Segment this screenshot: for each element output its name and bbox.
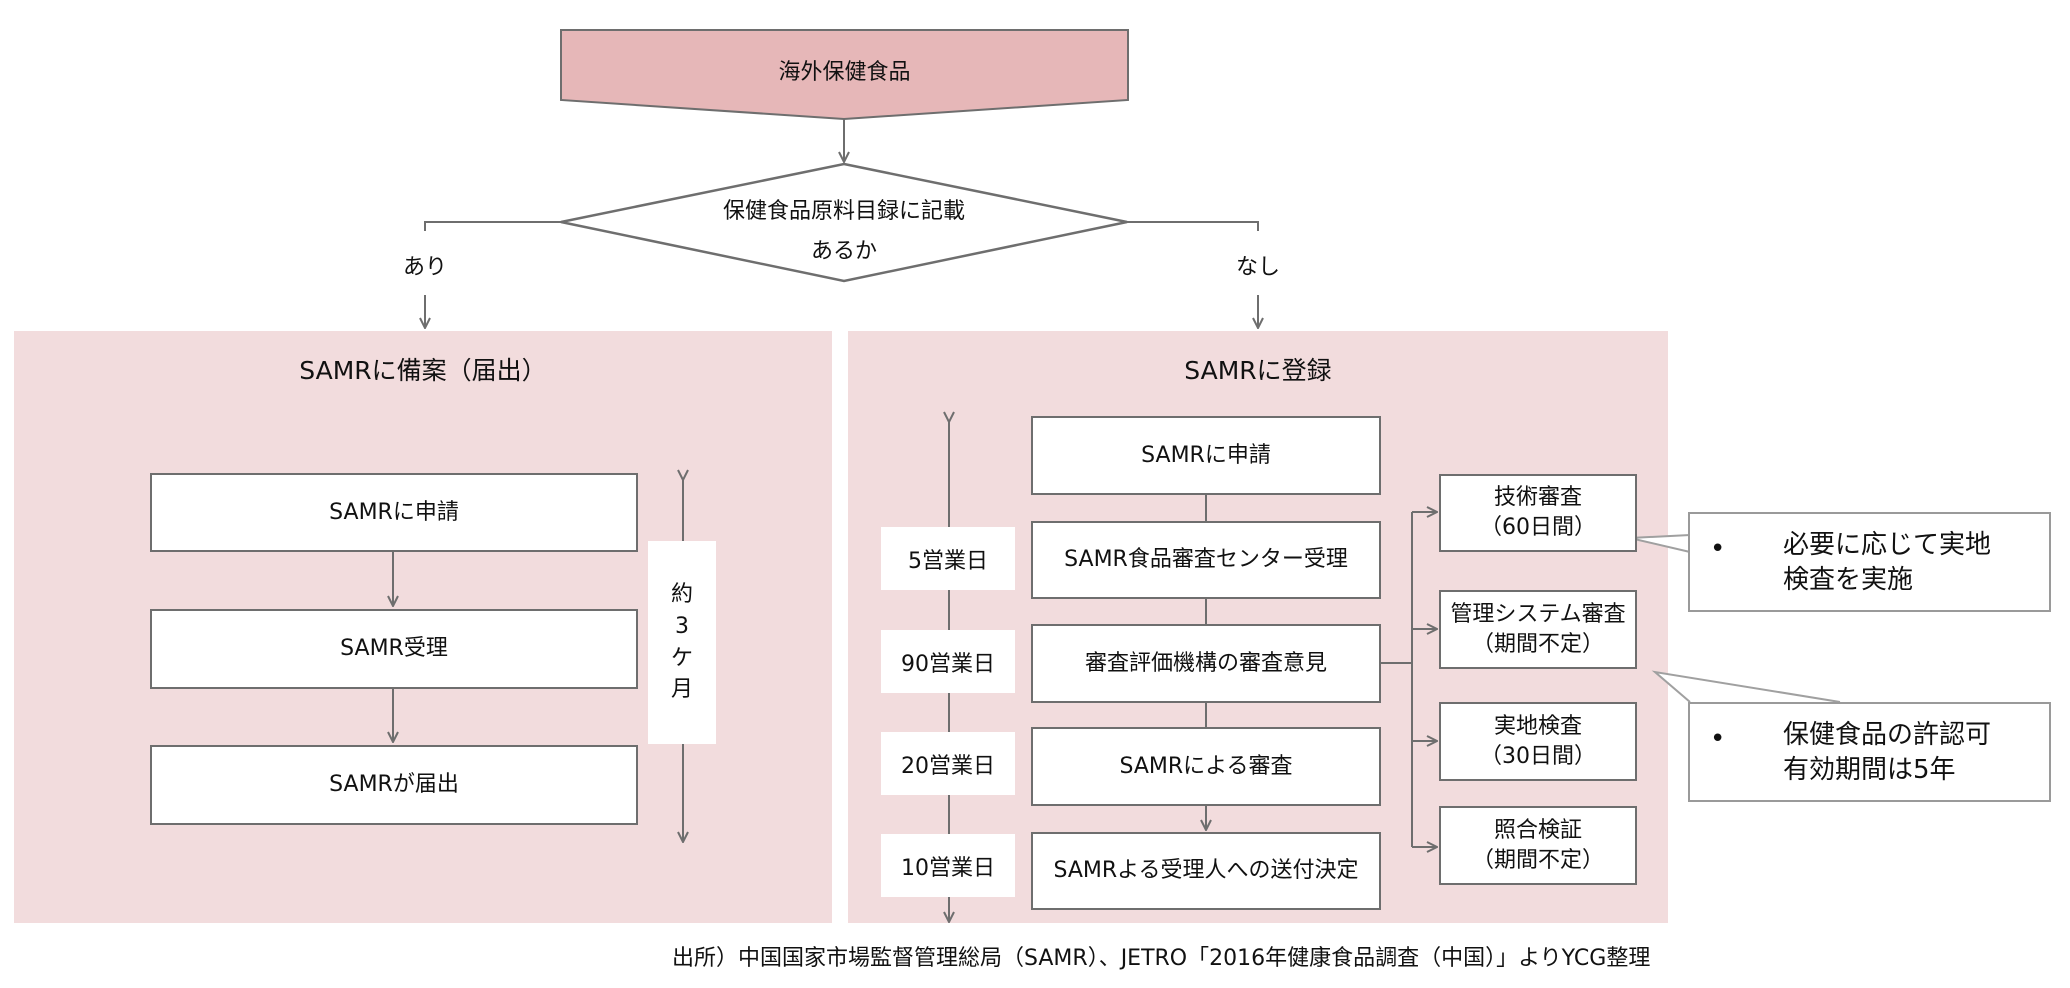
left-panel-title: SAMRに備案（届出） bbox=[299, 356, 547, 385]
right-step-decision: SAMRよる受理人への送付決定 bbox=[1031, 832, 1381, 910]
duration-10-days: 10営業日 bbox=[881, 834, 1015, 897]
right-panel-title: SAMRに登録 bbox=[1184, 356, 1332, 385]
branch-yes-label: あり bbox=[402, 255, 447, 280]
note-onsite-inspection: • 必要に応じて実地 検査を実施 bbox=[1688, 512, 2051, 612]
left-step-accept: SAMR受理 bbox=[150, 609, 638, 689]
branch-no-label: なし bbox=[1235, 255, 1280, 280]
left-step-filing: SAMRが届出 bbox=[150, 745, 638, 825]
right-step-apply: SAMRに申請 bbox=[1031, 416, 1381, 495]
review-technical: 技術審査（60日間） bbox=[1439, 474, 1637, 552]
top-box-shape bbox=[560, 29, 1129, 121]
source-note: 出所）中国国家市場監督管理総局（SAMR）、JETRO「2016年健康食品調査（… bbox=[672, 946, 1651, 971]
review-onsite-inspection: 実地検査（30日間） bbox=[1439, 702, 1637, 781]
right-step-center-accept: SAMR食品審査センター受理 bbox=[1031, 521, 1381, 599]
duration-20-days: 20営業日 bbox=[881, 732, 1015, 795]
decision-line1: 保健食品原料目録に記載 bbox=[722, 199, 965, 224]
right-step-evaluation: 審査評価機構の審査意見 bbox=[1031, 624, 1381, 703]
right-step-samr-review: SAMRによる審査 bbox=[1031, 727, 1381, 806]
left-duration-label: 約 3 ケ 月 bbox=[648, 541, 716, 744]
duration-90-days: 90営業日 bbox=[881, 630, 1015, 693]
top-box-label: 海外保健食品 bbox=[778, 60, 911, 85]
review-verification: 照合検証（期間不定） bbox=[1439, 806, 1637, 885]
decision-line2: あるか bbox=[810, 239, 877, 264]
decision-diamond bbox=[560, 162, 1128, 283]
review-management-system: 管理システム審査（期間不定） bbox=[1439, 590, 1637, 669]
duration-5-days: 5営業日 bbox=[881, 527, 1015, 590]
left-step-apply: SAMRに申請 bbox=[150, 473, 638, 552]
note-validity-period: • 保健食品の許認可 有効期間は5年 bbox=[1688, 702, 2051, 802]
